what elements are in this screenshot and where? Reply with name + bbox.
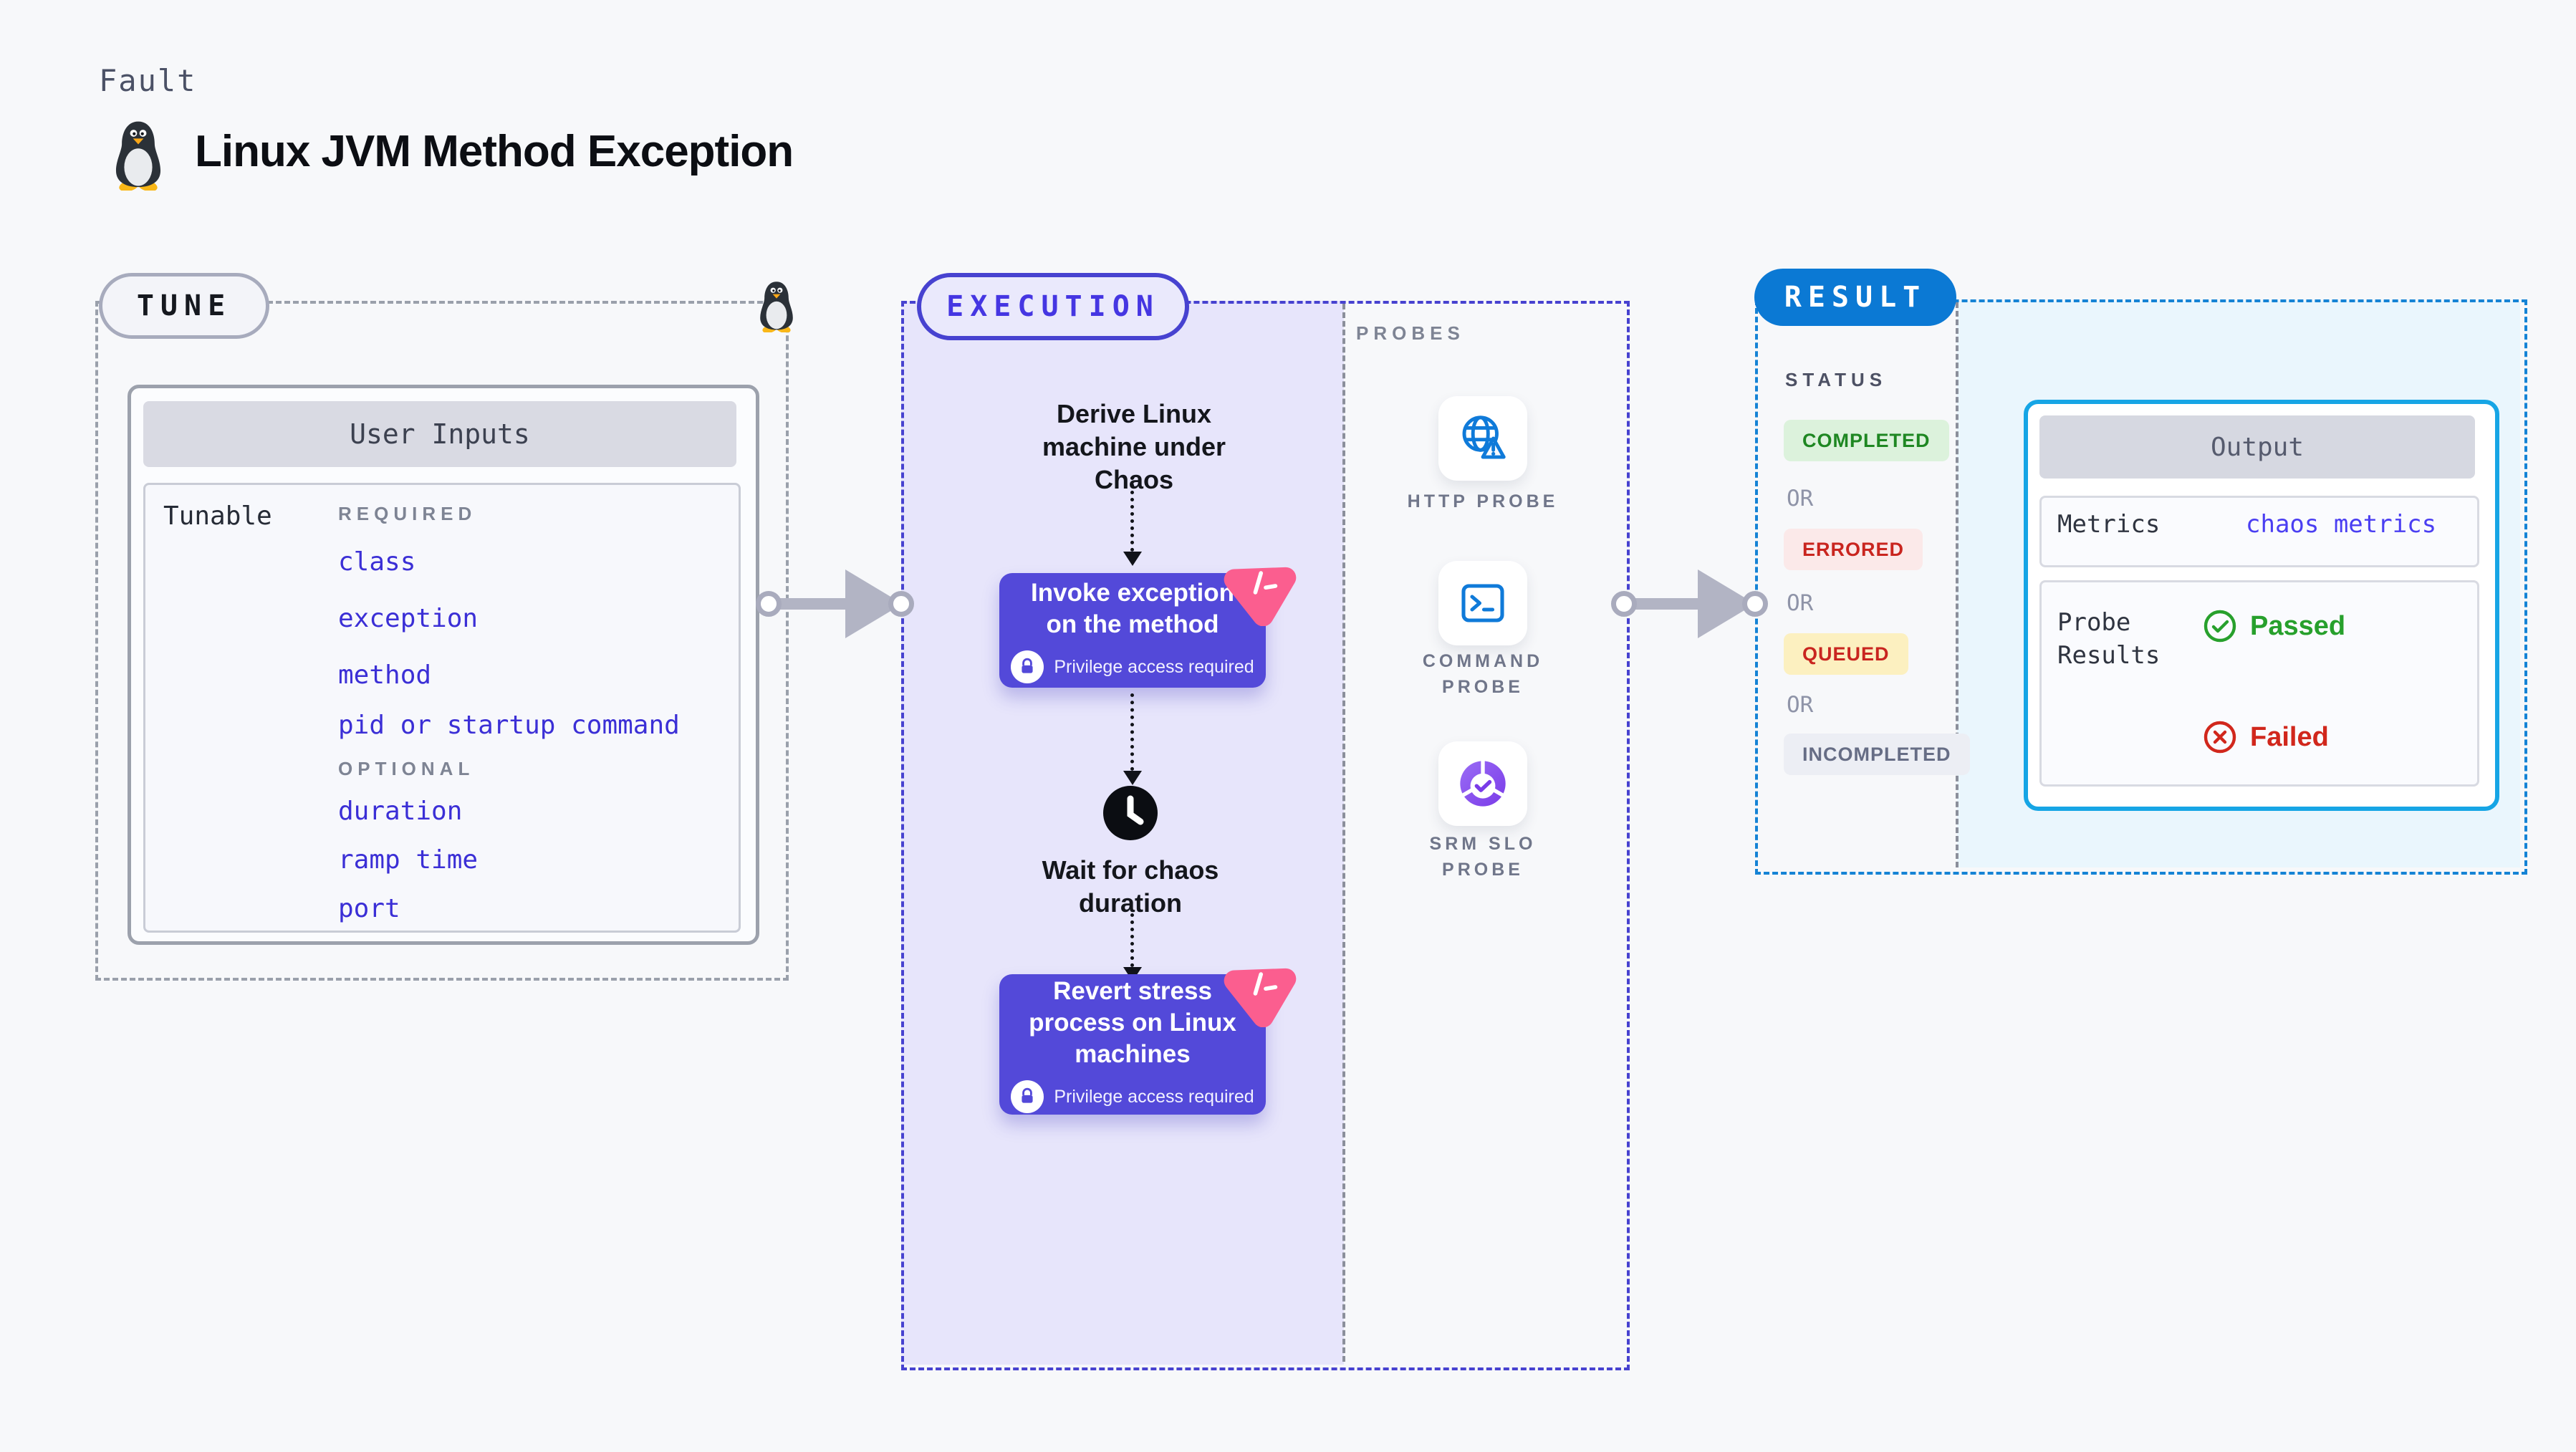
tunable-duration[interactable]: duration <box>338 797 463 826</box>
wait-clock-icon <box>1103 786 1158 840</box>
probe-results-label: Probe Results <box>2057 608 2161 670</box>
result-container <box>1755 299 2527 875</box>
chaos-icon <box>1224 567 1297 626</box>
passed-row: Passed <box>2203 609 2345 643</box>
tunable-pid-or-startup-command[interactable]: pid or startup command <box>338 711 680 740</box>
fault-kicker: Fault <box>99 63 197 98</box>
status-badge-queued: QUEUED <box>1784 633 1908 675</box>
lock-icon <box>1011 1080 1044 1113</box>
flow-dotted-line <box>1130 693 1134 771</box>
failed-x-icon <box>2203 721 2236 754</box>
revert-stress-node[interactable]: Revert stress process on Linux machines … <box>999 974 1266 1115</box>
passed-check-icon <box>2203 610 2236 643</box>
or-separator: OR <box>1787 486 1814 511</box>
flow-dotted-line <box>1130 476 1134 552</box>
tunable-method[interactable]: method <box>338 660 432 690</box>
status-badge-incompleted: INCOMPLETED <box>1784 734 1970 775</box>
flow-dotted-arrowhead <box>1123 552 1142 566</box>
status-badge-errored: ERRORED <box>1784 529 1923 570</box>
terminal-icon <box>1461 584 1504 622</box>
wait-step-label: Wait for chaos duration <box>1042 855 1219 918</box>
tune-badge: TUNE <box>99 273 269 339</box>
flow-dotted-arrowhead <box>1123 771 1142 785</box>
command-probe-card <box>1438 561 1527 645</box>
status-badge-completed: COMPLETED <box>1784 420 1949 461</box>
linux-tux-small-icon <box>760 282 793 332</box>
or-separator: OR <box>1787 692 1814 718</box>
user-inputs-title: User Inputs <box>143 401 736 467</box>
tune-container <box>95 301 789 981</box>
command-probe-label: COMMAND PROBE <box>1422 651 1544 697</box>
status-label: STATUS <box>1785 369 1888 390</box>
optional-label: OPTIONAL <box>338 758 475 779</box>
srm-slo-probe-card <box>1438 741 1527 826</box>
or-separator: OR <box>1787 590 1814 616</box>
page-title: Linux JVM Method Exception <box>195 127 794 176</box>
connector-ring <box>1742 591 1768 617</box>
tunable-class[interactable]: class <box>338 547 416 577</box>
invoke-exception-label: Invoke exception on the method <box>1031 579 1234 638</box>
probe-results-row <box>2039 580 2479 787</box>
connector-ring <box>1611 591 1637 617</box>
tunable-ramp-time[interactable]: ramp time <box>338 845 479 875</box>
execution-badge: EXECUTION <box>917 273 1189 340</box>
metrics-row <box>2039 496 2479 567</box>
connector-ring <box>888 591 914 617</box>
revert-stress-label: Revert stress process on Linux machines <box>1029 977 1236 1068</box>
metrics-label: Metrics <box>2057 510 2161 539</box>
execution-to-result-connector <box>1632 598 1703 610</box>
probes-divider <box>1342 304 1345 1362</box>
connector-ring <box>756 591 782 617</box>
execution-container <box>901 301 1630 1370</box>
tunable-port[interactable]: port <box>338 894 400 923</box>
derive-step-label: Derive Linux machine under Chaos <box>1042 399 1226 494</box>
slo-pie-check-icon <box>1460 759 1506 807</box>
lock-icon <box>1011 650 1044 683</box>
tunable-row-label: Tunable <box>163 501 272 531</box>
tune-to-execution-connector <box>775 598 850 610</box>
invoke-exception-node[interactable]: Invoke exception on the method Privilege… <box>999 573 1266 688</box>
tunables-table <box>143 483 741 933</box>
linux-tux-icon <box>115 121 161 191</box>
flow-dotted-line <box>1130 913 1134 967</box>
failed-row: Failed <box>2203 720 2329 754</box>
metrics-value[interactable]: chaos metrics <box>2246 510 2437 539</box>
srm-slo-probe-label: SRM SLO PROBE <box>1429 834 1537 880</box>
output-title: Output <box>2039 415 2475 479</box>
required-label: REQUIRED <box>338 503 477 524</box>
chaos-icon <box>1224 968 1297 1027</box>
privilege-note: Privilege access required <box>1011 650 1254 683</box>
globe-alert-icon <box>1462 415 1506 459</box>
http-probe-card <box>1438 396 1527 481</box>
result-badge: RESULT <box>1754 269 1956 326</box>
privilege-note-text: Privilege access required <box>1054 656 1254 677</box>
tunable-exception[interactable]: exception <box>338 604 479 633</box>
passed-label: Passed <box>2250 610 2346 641</box>
http-probe-label: HTTP PROBE <box>1407 491 1559 511</box>
probes-label: PROBES <box>1356 322 1465 344</box>
result-divider <box>1956 302 1959 867</box>
failed-label: Failed <box>2250 721 2329 752</box>
privilege-note: Privilege access required <box>1011 1080 1254 1113</box>
privilege-note-text: Privilege access required <box>1054 1086 1254 1107</box>
